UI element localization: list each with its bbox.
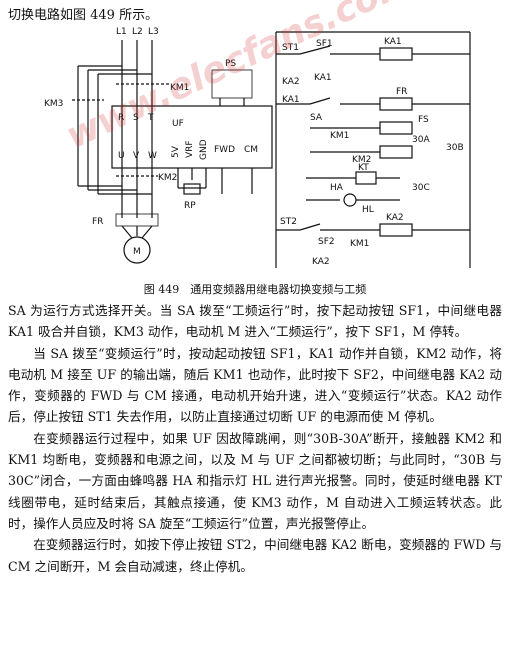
label-km3: KM3 [44, 99, 63, 109]
label-kt: KT [358, 163, 369, 173]
label-ka2-top: KA2 [282, 77, 300, 87]
label-cm: CM [244, 145, 258, 155]
km3-branch [72, 65, 152, 195]
label-km1-ctl: KM1 [330, 131, 349, 141]
label-km1-sf2: KM1 [350, 239, 369, 249]
label-u: U [118, 151, 125, 161]
label-30b: 30B [446, 143, 464, 153]
label-fr: FR [92, 217, 103, 227]
label-t: T [147, 113, 154, 123]
label-fs: FS [418, 115, 429, 125]
label-ka1-hold: KA1 [314, 73, 332, 83]
label-30c: 30C [412, 183, 430, 193]
label-ps: PS [225, 59, 236, 69]
label-ha: HA [330, 183, 344, 193]
article-body: SA 为运行方式选择开关。当 SA 拨至“工频运行”时，按下起动按钮 SF1，中… [8, 300, 502, 577]
label-ka1-coil: KA1 [384, 37, 402, 47]
paragraph: SA 为运行方式选择开关。当 SA 拨至“工频运行”时，按下起动按钮 SF1，中… [8, 303, 502, 340]
label-km2: KM2 [158, 173, 177, 183]
label-km1: KM1 [170, 83, 189, 93]
label-motor: M [133, 247, 141, 257]
label-sf2: SF2 [318, 237, 335, 247]
paragraph: 在变频器运行时，如按下停止按钮 ST2，中间继电器 KA2 断电，变频器的 FW… [8, 537, 502, 574]
label-ka1-sa: KA1 [282, 95, 300, 105]
label-r: R [118, 113, 124, 123]
paragraph: 在变频器运行过程中，如果 UF 因故障跳闸，则“30B-30A”断开，接触器 K… [8, 430, 502, 531]
label-fwd: FWD [214, 145, 235, 155]
label-30a: 30A [412, 135, 430, 145]
label-gnd: GND [199, 139, 209, 160]
figure-caption: 图 449 通用变频器用继电器切换变频与工频 [143, 283, 367, 296]
label-rp: RP [184, 201, 196, 211]
paragraph: 当 SA 拨至“变频运行”时，按动起动按钮 SF1，KA1 动作并自锁，KM2 … [8, 345, 502, 425]
label-km2-ctl: KM2 [352, 155, 371, 165]
label-st2: ST2 [280, 217, 297, 227]
label-uf: UF [172, 119, 184, 129]
circuit-diagram: L1 L2 L3 KM3 KM1 R S T U V W UF 5V VRF G… [44, 27, 471, 268]
intro-text: 切换电路如图 449 所示。 [8, 8, 159, 23]
label-st1: ST1 [282, 43, 299, 53]
label-sf1: SF1 [316, 39, 333, 49]
label-l3: L3 [148, 27, 159, 37]
label-l2: L2 [132, 27, 143, 37]
label-sa: SA [310, 113, 323, 123]
rp-circuit [177, 168, 207, 195]
label-vrf: VRF [185, 140, 195, 158]
label-hl: HL [362, 205, 374, 215]
motor [123, 236, 151, 264]
ps-box [211, 69, 253, 99]
label-l1: L1 [116, 27, 127, 37]
label-w: W [148, 151, 157, 161]
label-v: V [133, 151, 140, 161]
label-ka2-coil: KA2 [386, 213, 404, 223]
label-ka2-hold: KA2 [312, 257, 330, 267]
control-rails [275, 31, 471, 268]
label-frr: FR [396, 87, 407, 97]
label-s: S [133, 113, 139, 123]
label-5v: 5V [171, 145, 181, 158]
